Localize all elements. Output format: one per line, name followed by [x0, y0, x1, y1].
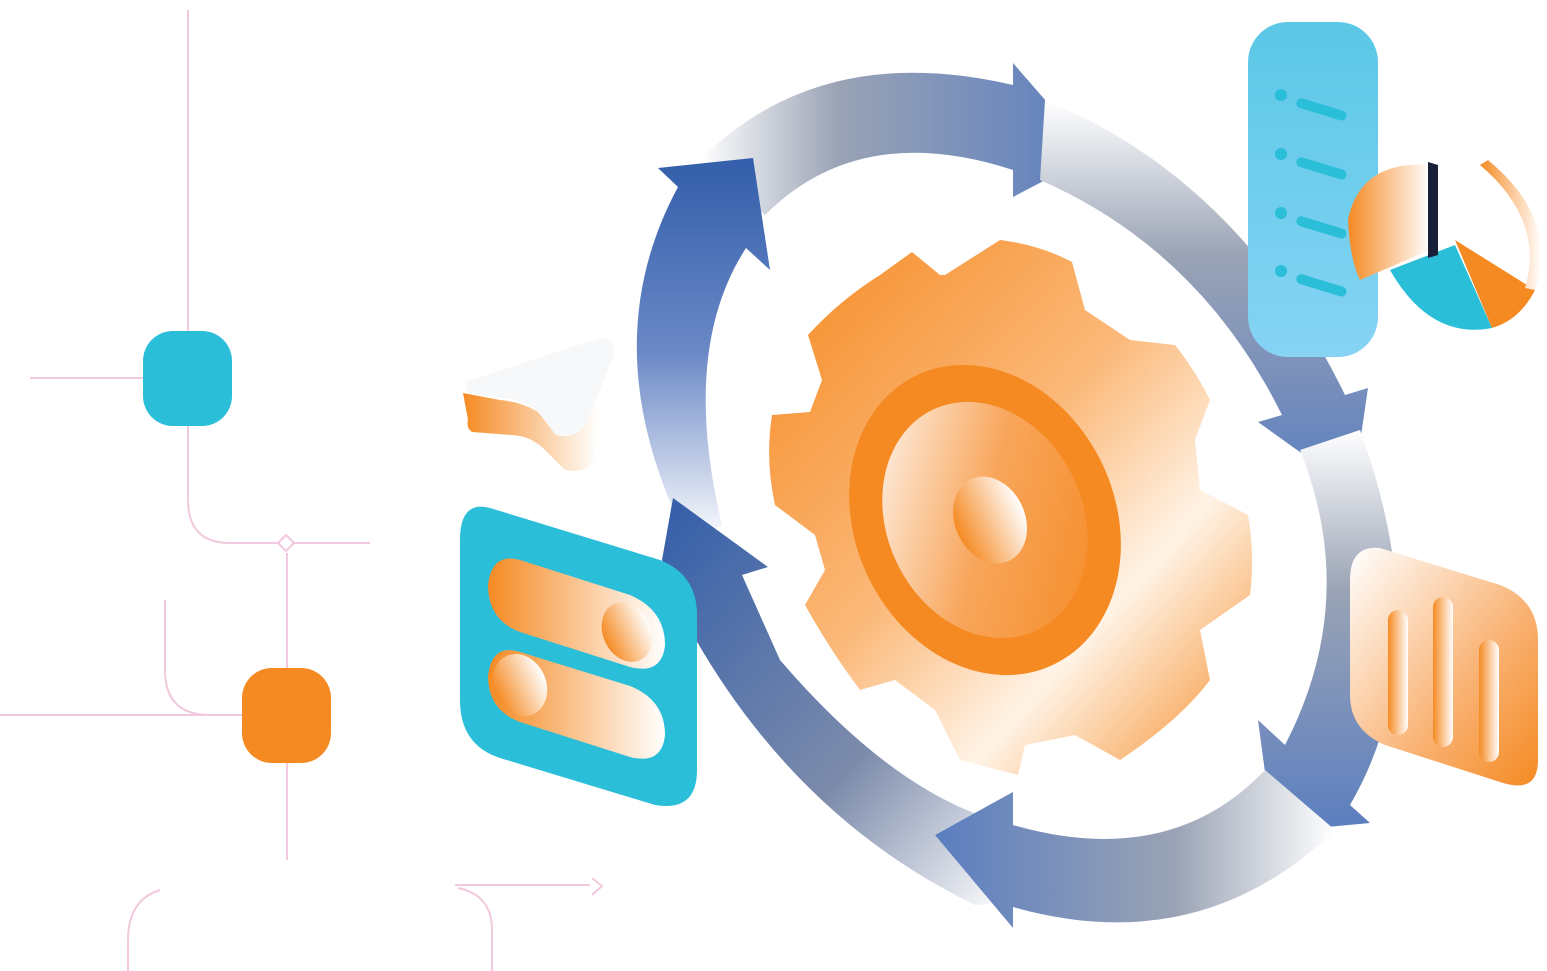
arrow-right — [1040, 100, 1368, 490]
arrow-right-lower — [1258, 430, 1398, 832]
flow-node-cyan — [143, 331, 232, 426]
flow-node-orange — [242, 668, 331, 763]
bar-chart-icon — [1350, 547, 1538, 786]
arrow-bottom — [935, 770, 1335, 928]
paper-plane-icon — [463, 337, 615, 471]
pie-chart-icon — [1348, 160, 1542, 330]
arrow-bottom-left — [662, 498, 1013, 905]
flow-lines — [0, 10, 604, 971]
cycle-arrows-icon — [636, 63, 1398, 928]
arrow-top — [700, 63, 1093, 215]
toggle-panel-icon — [460, 506, 697, 806]
document-list-icon — [1248, 22, 1378, 357]
arrow-left — [636, 158, 770, 545]
gear-icon — [769, 240, 1253, 775]
